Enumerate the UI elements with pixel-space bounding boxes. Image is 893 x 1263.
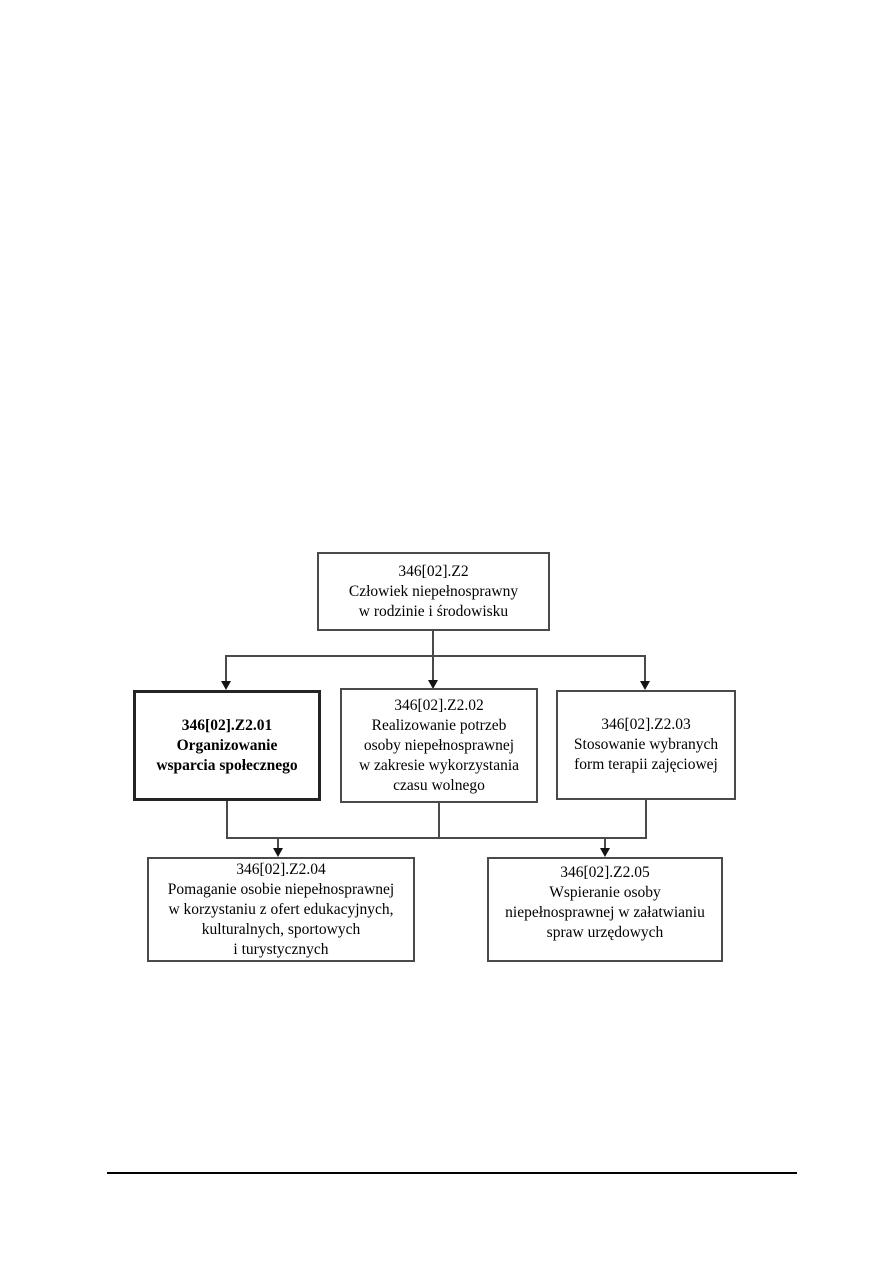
connector-root-stem: [432, 631, 434, 657]
connector-stem-z202: [432, 655, 434, 682]
node-z2: 346[02].Z2 Człowiek niepełnosprawny w ro…: [317, 552, 550, 631]
arrowhead-z202: [428, 680, 438, 689]
node-z2-01-code: 346[02].Z2.01: [181, 716, 273, 734]
node-z2-03-code: 346[02].Z2.03: [601, 716, 691, 733]
node-z2-01-line: wsparcia społecznego: [156, 756, 298, 774]
node-z2-code: 346[02].Z2: [398, 562, 469, 580]
connector-row3-rail: [226, 837, 647, 839]
node-z2-04-line: Pomaganie osobie niepełnosprawnej: [167, 880, 395, 898]
node-z2-03-line: form terapii zajęciowej: [574, 756, 718, 773]
node-z2-02-code: 346[02].Z2.02: [394, 696, 484, 714]
arrowhead-z205: [600, 848, 610, 857]
node-z2-04-line: i turystycznych: [233, 940, 329, 958]
connector-stem-from-z203: [645, 800, 647, 839]
connector-stem-z205: [604, 837, 606, 849]
node-z2-01-line: Organizowanie: [176, 736, 278, 754]
footer-rule: [107, 1172, 797, 1174]
node-z2-05-line: spraw urzędowych: [546, 923, 664, 941]
node-z2-02: 346[02].Z2.02 Realizowanie potrzeb osoby…: [340, 688, 538, 803]
connector-stem-z204: [277, 837, 279, 849]
arrowhead-z203: [640, 681, 650, 690]
node-z2-05-code: 346[02].Z2.05: [560, 863, 650, 881]
arrowhead-z201: [221, 681, 231, 690]
connector-row2-rail: [225, 655, 646, 657]
node-z2-02-line: osoby niepełnosprawnej: [363, 736, 515, 754]
node-z2-04-line: w korzystaniu z ofert edukacyjnych,: [168, 900, 394, 918]
node-z2-line: Człowiek niepełnosprawny: [348, 582, 519, 600]
connector-stem-z203: [644, 655, 646, 682]
node-z2-05: 346[02].Z2.05 Wspieranie osoby niepełnos…: [487, 857, 723, 962]
node-z2-01: 346[02].Z2.01 Organizowanie wsparcia spo…: [133, 690, 321, 801]
node-z2-line: w rodzinie i środowisku: [358, 602, 509, 620]
node-z2-02-line: w zakresie wykorzystania: [358, 756, 520, 774]
node-z2-04-line: kulturalnych, sportowych: [201, 920, 361, 938]
node-z2-02-line: czasu wolnego: [393, 776, 485, 794]
connector-stem-z201: [225, 655, 227, 682]
arrowhead-z204: [273, 848, 283, 857]
node-z2-05-line: niepełnosprawnej w załatwianiu: [505, 903, 705, 921]
node-z2-04-code: 346[02].Z2.04: [236, 860, 326, 878]
node-z2-04: 346[02].Z2.04 Pomaganie osobie niepełnos…: [147, 857, 415, 962]
connector-stem-from-z201: [226, 801, 228, 839]
node-z2-02-line: Realizowanie potrzeb: [371, 716, 507, 734]
node-z2-03-line: Stosowanie wybranych: [573, 736, 719, 753]
connector-stem-from-z202: [438, 803, 440, 839]
node-z2-05-line: Wspieranie osoby: [549, 883, 661, 901]
node-z2-03: 346[02].Z2.03 Stosowanie wybranych form …: [556, 690, 736, 800]
